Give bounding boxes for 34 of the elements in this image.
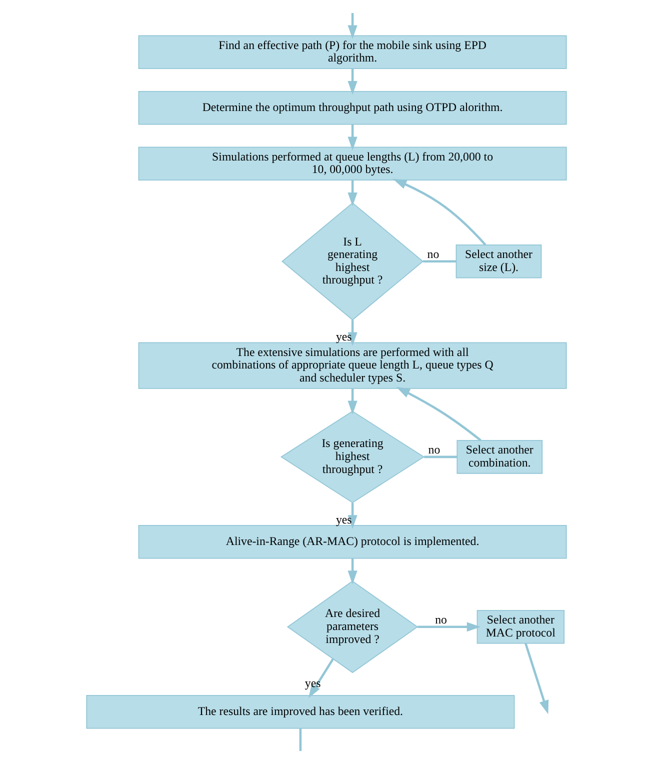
node-box: The results are improved has been verified. (86, 694, 514, 729)
arrow (347, 124, 357, 150)
node-box: Simulations performed at queue lengths (L) from 20,000 to 10, 00,000 bytes. (138, 146, 566, 181)
edge-label: no (428, 442, 440, 457)
node-box: Alive-in-Range (AR-MAC) protocol is implemented. (138, 525, 566, 559)
connector (298, 728, 302, 751)
node-box: Select another combination. (456, 440, 542, 474)
arrow (396, 386, 481, 442)
arrow (347, 12, 357, 40)
node-box: The extensive simulations are performed with all combinations of appropriate queue length L, queue types Q and scheduler types S. (138, 342, 566, 389)
node-box: Find an effective path (P) for the mobile sink using EPD algorithm. (138, 35, 566, 70)
arrow (347, 68, 357, 95)
node-diamond: Is generating highest throughput ? (280, 410, 424, 504)
node-box: Select another MAC protocol (476, 610, 564, 644)
arrow (417, 622, 480, 632)
connector (422, 260, 456, 263)
arrow (347, 320, 357, 346)
edge-label: yes (304, 676, 320, 690)
arrow (347, 502, 357, 529)
node-diamond: Are desired parameters improved ? (286, 580, 418, 674)
edge-label: yes (335, 330, 352, 344)
arrow (347, 388, 357, 414)
arrow (524, 643, 548, 714)
node-diamond: Is L generating highest throughput ? (280, 202, 424, 320)
node-box: Determine the optimum throughput path using OTPD alorithm. (138, 90, 566, 125)
arrow (308, 658, 334, 698)
edge-label: no (426, 247, 439, 262)
arrow (392, 178, 486, 246)
arrow (347, 180, 357, 206)
edge-label: no (434, 612, 446, 627)
arrow (347, 558, 357, 584)
edge-label: yes (335, 512, 352, 527)
node-box: Select another size (L). (455, 244, 542, 278)
connector (424, 456, 457, 458)
